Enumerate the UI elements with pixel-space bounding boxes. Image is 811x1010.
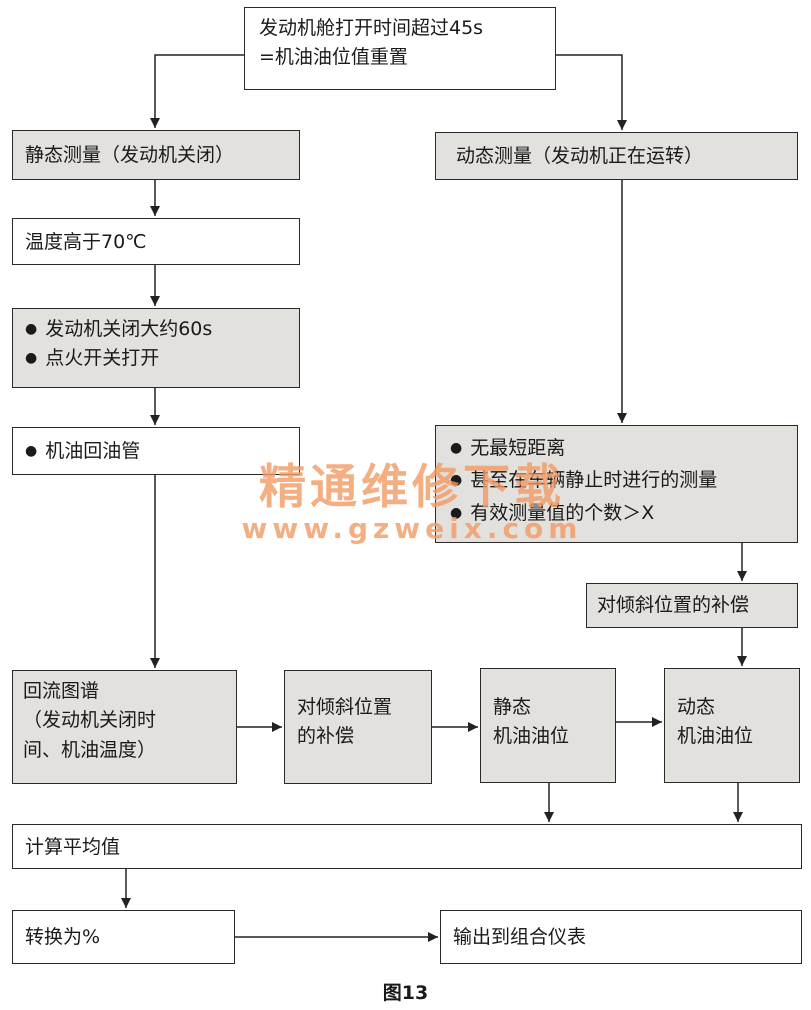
node-static-oil-level: 静态 机油油位	[480, 668, 616, 783]
node-static-measurement: 静态测量（发动机关闭）	[12, 130, 300, 180]
arrow-top-to-dynamic	[556, 54, 627, 130]
arrow-top-to-static	[150, 54, 244, 128]
figure-caption: 图13	[382, 982, 429, 1004]
node-output-cluster: 输出到组合仪表	[440, 910, 802, 964]
node-tilt-compensation-mid: 对倾斜位置 的补偿	[284, 670, 432, 784]
node-calculate-average: 计算平均值	[12, 824, 802, 869]
node-dynamic-oil-level: 动态 机油油位	[664, 668, 800, 783]
node-temperature: 温度高于70℃	[12, 218, 300, 265]
node-convert-percent: 转换为%	[12, 910, 235, 964]
node-tilt-compensation-right: 对倾斜位置的补偿	[586, 583, 798, 628]
node-engine-off: 发动机关闭大约60s 点火开关打开	[12, 308, 300, 388]
node-hood-open: 发动机舱打开时间超过45s =机油油位值重置	[244, 7, 556, 90]
node-dynamic-conditions: 无最短距离 甚至在车辆静止时进行的测量 有效测量值的个数＞X	[435, 425, 798, 543]
node-oil-return-pipe: 机油回油管	[12, 427, 300, 475]
node-dynamic-measurement: 动态测量（发动机正在运转）	[435, 132, 798, 180]
node-return-flow-map: 回流图谱 （发动机关闭时 间、机油温度）	[12, 670, 237, 784]
